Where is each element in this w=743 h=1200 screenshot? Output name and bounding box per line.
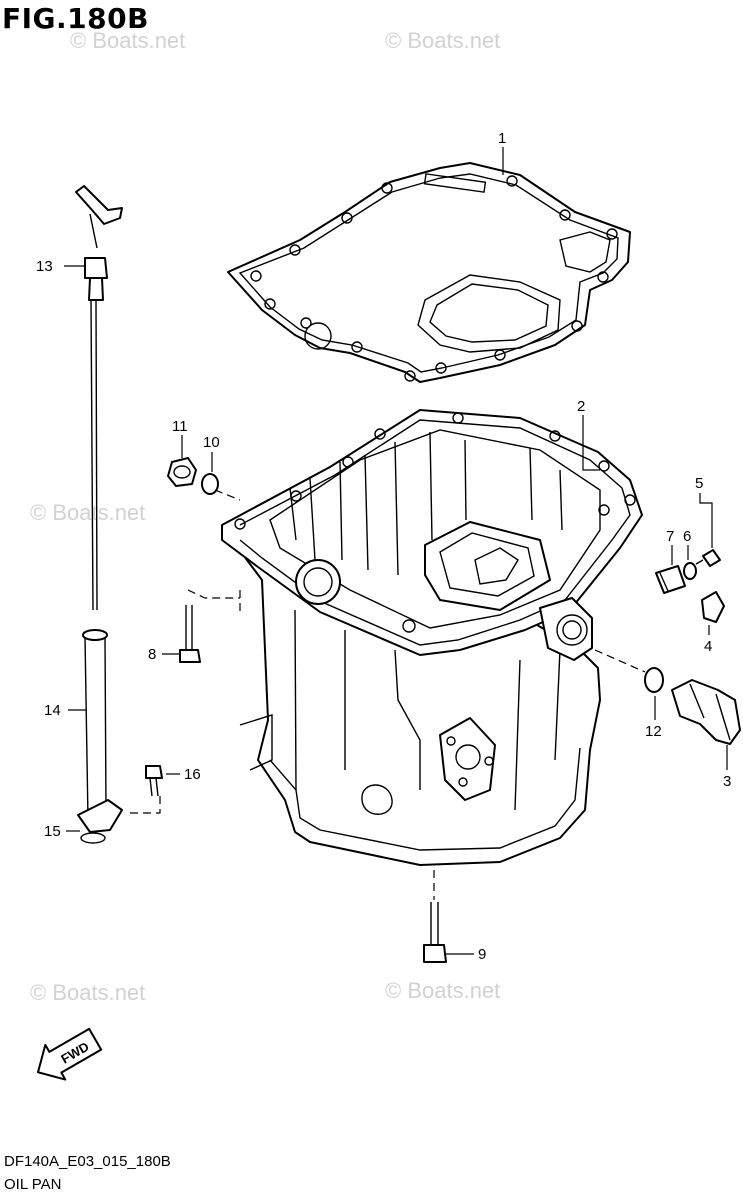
- bolt-part-9: [423, 902, 447, 963]
- watermark: © Boats.net: [70, 28, 186, 53]
- callout-12: 12: [645, 723, 662, 740]
- dipstick-part-13: [75, 185, 123, 611]
- gasket-part-1: [227, 162, 631, 383]
- o-ring-part-6: [683, 562, 697, 580]
- drain-plug-part-3: [671, 679, 741, 745]
- callout-6: 6: [683, 528, 691, 545]
- callout-10: 10: [203, 434, 220, 451]
- diagram-name: OIL PAN: [4, 1176, 62, 1193]
- bolt-part-5: [695, 549, 721, 567]
- guide-tube-part-14: [77, 629, 123, 844]
- watermark: © Boats.net: [30, 500, 146, 525]
- bolt-part-8: [179, 605, 201, 663]
- watermark: © Boats.net: [385, 28, 501, 53]
- watermark: © Boats.net: [385, 978, 501, 1003]
- callout-4: 4: [704, 638, 712, 655]
- callout-1: 1: [498, 130, 506, 147]
- callout-3: 3: [723, 773, 731, 790]
- oil-pan-part-2: [221, 409, 643, 866]
- callout-9: 9: [478, 946, 486, 963]
- callout-7: 7: [666, 528, 674, 545]
- callout-15: 15: [44, 823, 61, 840]
- cap-part-4: [701, 591, 725, 623]
- bolt-part-16: [145, 765, 163, 797]
- callout-numbers: 1 2 3 4 5 6 7 8 9 10 11 12 13 14 15 16: [36, 130, 731, 963]
- plug-part-11: [167, 457, 197, 487]
- leader-lines: [64, 147, 728, 955]
- callout-14: 14: [44, 702, 61, 719]
- callout-16: 16: [184, 766, 201, 783]
- watermark: © Boats.net: [30, 980, 146, 1005]
- fwd-arrow: FWD: [37, 1027, 103, 1081]
- callout-2: 2: [577, 398, 585, 415]
- callout-13: 13: [36, 258, 53, 275]
- callout-5: 5: [695, 475, 703, 492]
- washer-part-10: [201, 473, 219, 495]
- figure-title: FIG.180B: [2, 2, 149, 35]
- callout-11: 11: [172, 418, 188, 435]
- plug-part-7: [655, 565, 686, 594]
- diagram-code: DF140A_E03_015_180B: [4, 1153, 171, 1170]
- o-ring-part-12: [644, 667, 664, 693]
- callout-8: 8: [148, 646, 156, 663]
